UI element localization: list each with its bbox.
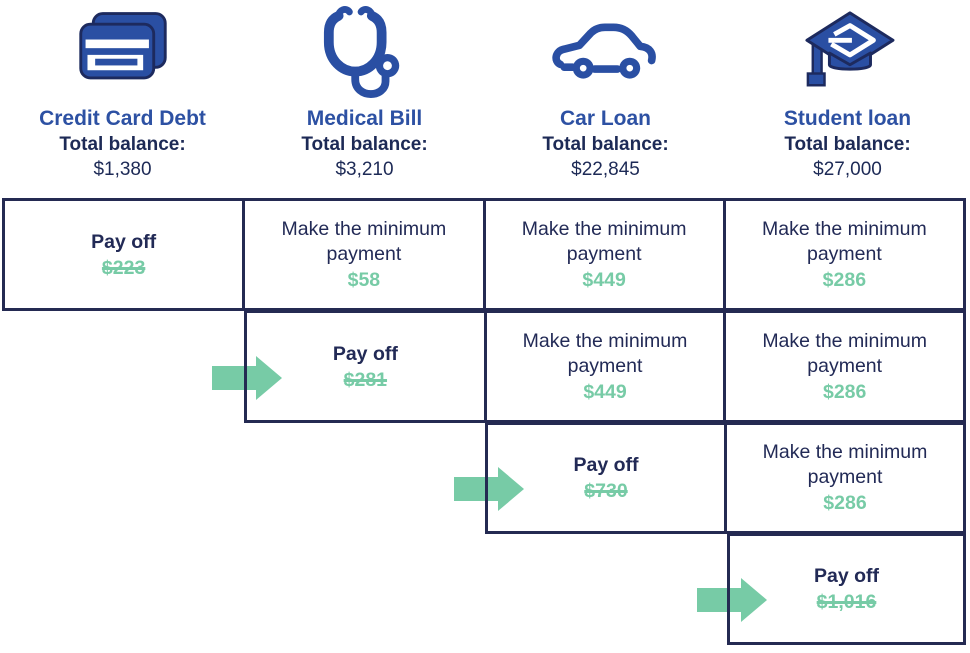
cell-payoff-medical-bill: Pay off $281 bbox=[247, 313, 484, 420]
column-header-medical-bill: Medical Bill Total balance: $3,210 bbox=[244, 0, 485, 196]
minimum-amount: $286 bbox=[822, 268, 867, 291]
stethoscope-icon bbox=[244, 0, 485, 104]
step-row-1: Pay off $223 Make the minimum payment $5… bbox=[2, 198, 966, 311]
debt-title: Credit Card Debt bbox=[39, 107, 206, 130]
cell-minimum-medical-bill: Make the minimum payment $58 bbox=[242, 201, 482, 308]
balance-label: Total balance: bbox=[784, 134, 911, 155]
balance-label: Total balance: bbox=[542, 134, 669, 155]
minimum-amount: $449 bbox=[582, 268, 626, 291]
car-icon bbox=[485, 0, 726, 104]
debt-title: Car Loan bbox=[559, 107, 651, 130]
balance-value: $22,845 bbox=[571, 159, 640, 180]
payoff-label: Pay off bbox=[332, 342, 398, 365]
cell-payoff-car-loan: Pay off $730 bbox=[488, 425, 724, 531]
credit-card-icon bbox=[2, 0, 243, 104]
balance-value: $3,210 bbox=[335, 159, 394, 180]
column-header-car-loan: Car Loan Total balance: $22,845 bbox=[485, 0, 726, 196]
balance-label: Total balance: bbox=[301, 134, 428, 155]
minimum-amount: $58 bbox=[347, 268, 381, 291]
payoff-amount: $223 bbox=[101, 256, 146, 279]
minimum-amount: $286 bbox=[823, 492, 867, 514]
cell-minimum-student-loan: Make the minimum payment $286 bbox=[723, 313, 963, 420]
payoff-amount: $281 bbox=[343, 368, 388, 391]
debt-title: Medical Bill bbox=[306, 107, 423, 130]
step-row-3: Pay off $730 Make the minimum payment $2… bbox=[485, 422, 966, 534]
column-header-credit-card: Credit Card Debt Total balance: $1,380 bbox=[2, 0, 243, 196]
graduation-cap-icon bbox=[727, 0, 968, 104]
payoff-label: Pay off bbox=[91, 230, 157, 253]
balance-value: $1,380 bbox=[93, 159, 152, 180]
minimum-amount: $286 bbox=[822, 380, 867, 403]
balance-label: Total balance: bbox=[59, 134, 186, 155]
payoff-label: Pay off bbox=[573, 454, 639, 476]
minimum-label: Make the minimum payment bbox=[762, 217, 927, 265]
minimum-label: Make the minimum payment bbox=[521, 217, 687, 265]
cell-minimum-student-loan: Make the minimum payment $286 bbox=[722, 201, 963, 308]
minimum-amount: $449 bbox=[583, 380, 627, 403]
payoff-amount: $730 bbox=[584, 480, 628, 502]
cell-payoff-student-loan: Pay off $1,016 bbox=[730, 536, 963, 642]
column-header-student-loan: Student loan Total balance: $27,000 bbox=[727, 0, 968, 196]
cell-payoff-credit-card: Pay off $223 bbox=[5, 201, 242, 308]
arrow-right-icon bbox=[454, 467, 524, 511]
minimum-label: Make the minimum payment bbox=[522, 329, 688, 377]
payoff-label: Pay off bbox=[813, 565, 879, 587]
cell-minimum-car-loan: Make the minimum payment $449 bbox=[483, 313, 724, 420]
minimum-label: Make the minimum payment bbox=[762, 441, 928, 488]
minimum-label: Make the minimum payment bbox=[762, 329, 928, 377]
cell-minimum-student-loan: Make the minimum payment $286 bbox=[724, 425, 963, 531]
payoff-amount: $1,016 bbox=[816, 591, 877, 613]
cell-minimum-car-loan: Make the minimum payment $449 bbox=[482, 201, 723, 308]
arrow-right-icon bbox=[697, 578, 767, 622]
balance-value: $27,000 bbox=[813, 159, 882, 180]
step-row-2: Pay off $281 Make the minimum payment $4… bbox=[244, 310, 966, 423]
debt-title: Student loan bbox=[783, 107, 912, 130]
arrow-right-icon bbox=[212, 356, 282, 400]
minimum-label: Make the minimum payment bbox=[281, 217, 447, 265]
step-row-4: Pay off $1,016 bbox=[727, 533, 966, 645]
